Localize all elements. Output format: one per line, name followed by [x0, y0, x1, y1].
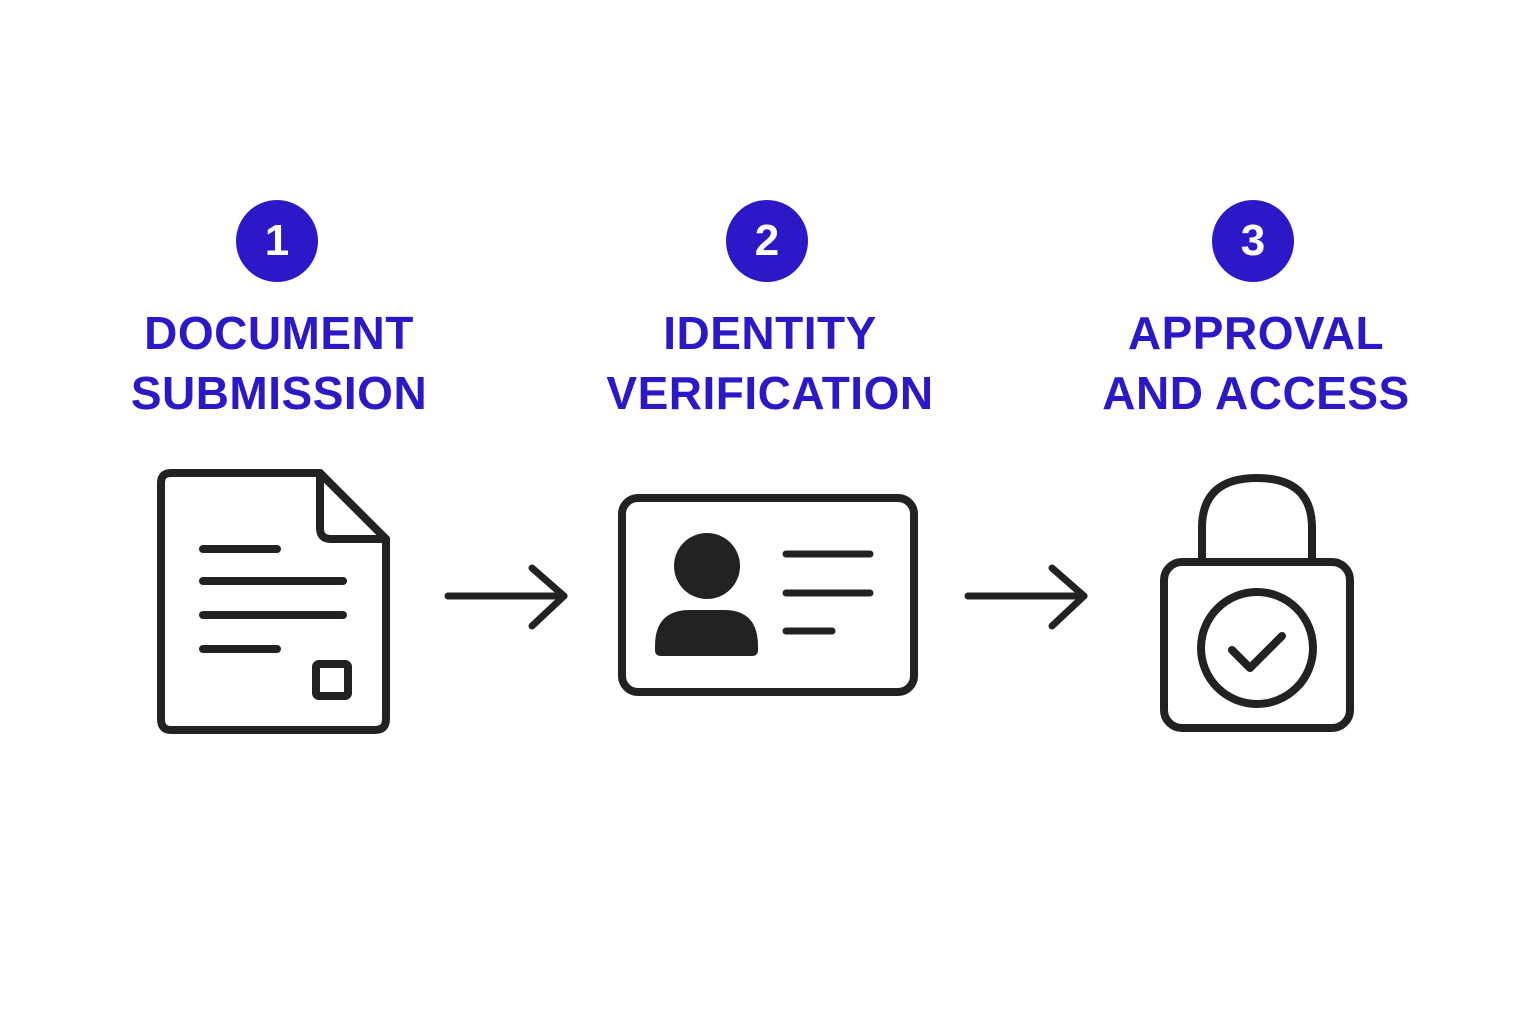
step-title: APPROVAL AND ACCESS	[1046, 303, 1466, 423]
arrow-right-icon	[444, 564, 568, 630]
step-title: DOCUMENT SUBMISSION	[69, 303, 489, 423]
step-title-line: AND ACCESS	[1102, 367, 1410, 419]
step-number-badge: 2	[726, 200, 808, 282]
step-title-line: DOCUMENT	[144, 307, 414, 359]
padlock-check-icon	[1160, 474, 1354, 732]
arrow-right-icon	[964, 564, 1088, 630]
step-title-line: IDENTITY	[663, 307, 877, 359]
step-title-line: SUBMISSION	[130, 367, 428, 419]
step-number-badge: 1	[236, 200, 318, 282]
step-number-badge: 3	[1212, 200, 1294, 282]
step-title-line: APPROVAL	[1127, 307, 1385, 359]
step-title-line: VERIFICATION	[606, 367, 934, 419]
step-title: IDENTITY VERIFICATION	[560, 303, 980, 423]
id-card-icon	[618, 494, 918, 696]
document-icon	[157, 469, 390, 734]
person-icon	[674, 533, 740, 599]
